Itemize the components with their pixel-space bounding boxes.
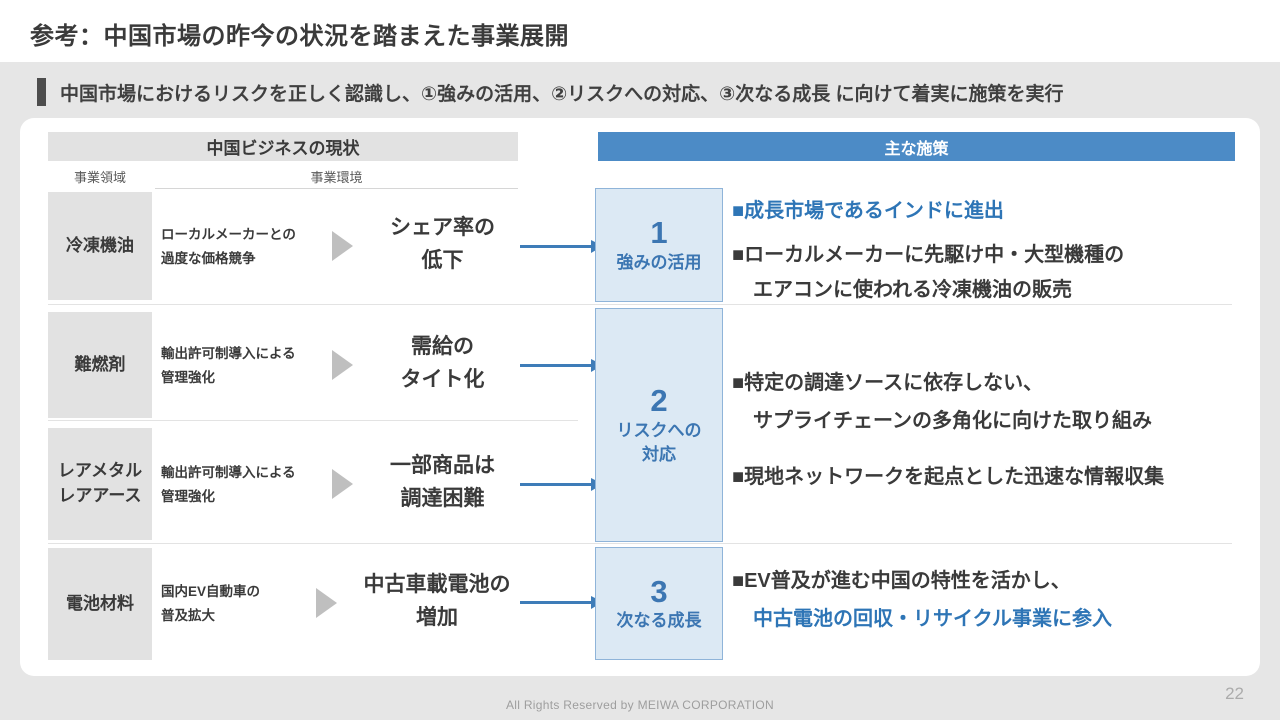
step-box-risk-response: 2 リスクへの 対応 bbox=[595, 308, 723, 542]
row-label-battery-materials: 電池材料 bbox=[48, 548, 152, 660]
row-label-refrigeration-oil: 冷凍機油 bbox=[48, 192, 152, 300]
flow-arrow-icon bbox=[520, 478, 603, 491]
content-card: 中国ビジネスの現状 主な施策 事業領域 事業環境 冷凍機油 ローカルメーカーとの… bbox=[20, 118, 1260, 676]
row-separator bbox=[48, 420, 578, 421]
step-label: 強みの活用 bbox=[616, 252, 702, 272]
bullet-line: サプライチェーンの多角化に向けた取り組み bbox=[753, 410, 1152, 432]
step-label: リスクへの 対応 bbox=[616, 421, 702, 464]
environment-text: ローカルメーカーとの 過度な価格競争 bbox=[161, 227, 296, 267]
flow-arrow-icon bbox=[520, 359, 603, 372]
triangle-icon bbox=[316, 588, 337, 618]
triangle-icon bbox=[332, 469, 353, 499]
environment-text: 輸出許可制導入による 管理強化 bbox=[161, 465, 296, 505]
key-message: 中国市場におけるリスクを正しく認識し、①強みの活用、②リスクへの対応、③次なる成… bbox=[60, 83, 1064, 105]
step-number: 1 bbox=[650, 215, 668, 251]
bullet-line: ■成長市場であるインドに進出 bbox=[732, 200, 1004, 222]
column-label-environment: 事業環境 bbox=[310, 170, 363, 185]
bullet-line: ■現地ネットワークを起点とした迅速な情報収集 bbox=[732, 466, 1165, 488]
title-band bbox=[0, 0, 1280, 62]
slide-title: 参考：中国市場の昨今の状況を踏まえた事業展開 bbox=[30, 23, 569, 50]
bullet-line: エアコンに使われる冷凍機油の販売 bbox=[753, 279, 1072, 301]
flow-arrow-icon bbox=[520, 240, 603, 253]
key-message-row: 中国市場におけるリスクを正しく認識し、①強みの活用、②リスクへの対応、③次なる成… bbox=[37, 78, 1064, 106]
current-state-header: 中国ビジネスの現状 bbox=[48, 132, 518, 161]
column-label-domain: 事業領域 bbox=[73, 170, 126, 185]
step-box-strengths: 1 強みの活用 bbox=[595, 188, 723, 302]
bullet-line: ■特定の調達ソースに依存しない、 bbox=[732, 372, 1044, 394]
bullet-line: ■ローカルメーカーに先駆け中・大型機種の bbox=[732, 244, 1125, 266]
page-number: 22 bbox=[1225, 684, 1244, 703]
step-label: 次なる成長 bbox=[616, 611, 702, 631]
key-message-bar-icon bbox=[37, 78, 46, 106]
row-label-rare-metal: レアメタル レアアース bbox=[48, 428, 152, 540]
outcome-text: シェア率の 低下 bbox=[390, 216, 495, 272]
row-separator bbox=[48, 543, 1232, 544]
row-separator bbox=[48, 304, 1232, 305]
bullet-group-risk-response: ■特定の調達ソースに依存しない、 サプライチェーンの多角化に向けた取り組み ■現… bbox=[732, 370, 1247, 490]
step-box-next-growth: 3 次なる成長 bbox=[595, 547, 723, 660]
bullet-group-next-growth: ■EV普及が進む中国の特性を活かし、 中古電池の回収・リサイクル事業に参入 bbox=[732, 568, 1247, 632]
triangle-icon bbox=[332, 231, 353, 261]
bullet-line: ■EV普及が進む中国の特性を活かし、 bbox=[732, 570, 1071, 592]
outcome-text: 中古車載電池の 増加 bbox=[363, 573, 511, 629]
bullet-line: 中古電池の回収・リサイクル事業に参入 bbox=[753, 608, 1112, 630]
flow-arrow-icon bbox=[520, 596, 603, 609]
triangle-icon bbox=[332, 350, 353, 380]
environment-text: 輸出許可制導入による 管理強化 bbox=[161, 346, 296, 386]
column-underline bbox=[155, 188, 518, 189]
outcome-text: 一部商品は 調達困難 bbox=[390, 454, 495, 510]
environment-text: 国内EV自動車の 普及拡大 bbox=[161, 584, 261, 624]
step-number: 3 bbox=[650, 573, 668, 609]
measures-header: 主な施策 bbox=[598, 132, 1235, 161]
row-label-flame-retardant: 難燃剤 bbox=[48, 312, 152, 418]
step-number: 2 bbox=[650, 383, 668, 419]
bullet-group-strengths: ■成長市場であるインドに進出 ■ローカルメーカーに先駆け中・大型機種の エアコン… bbox=[732, 198, 1247, 303]
footer-copyright: All Rights Reserved by MEIWA CORPORATION bbox=[505, 698, 775, 712]
outcome-text: 需給の タイト化 bbox=[400, 335, 485, 391]
